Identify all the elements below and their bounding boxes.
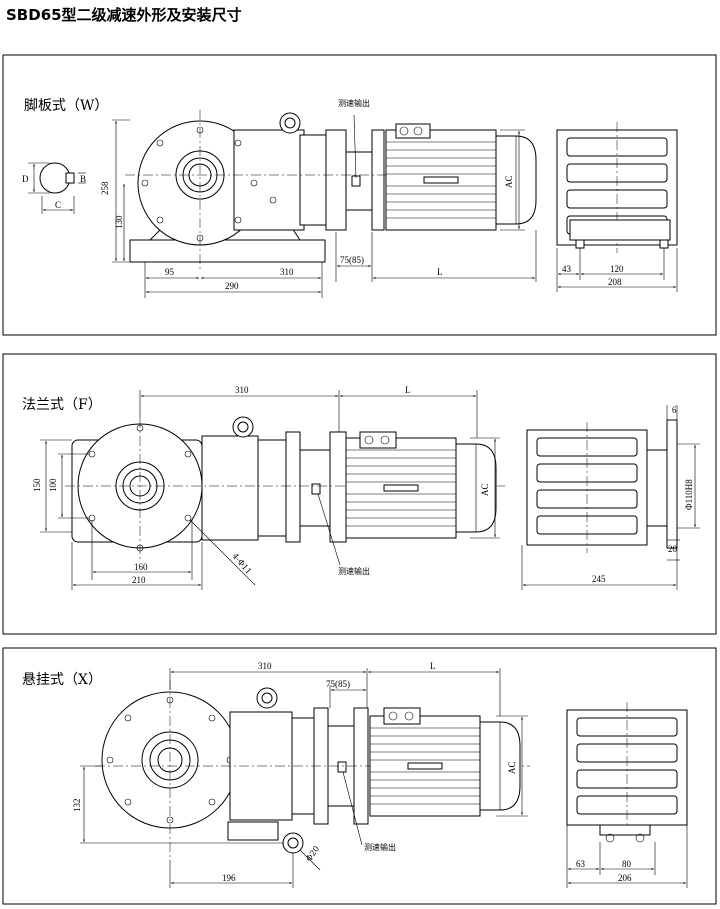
section-label: 法兰式（F） xyxy=(22,397,102,413)
dim-120: 120 xyxy=(610,264,624,274)
dim-75-85: 75(85) xyxy=(326,679,350,689)
dim-132: 132 xyxy=(72,799,82,813)
dim-95: 95 xyxy=(165,267,175,277)
phi-label: Φ20 xyxy=(304,844,321,863)
dimensions: 310 75(85) L 132 196 AC xyxy=(72,661,528,888)
dim-75-85: 75(85) xyxy=(340,255,364,265)
key-c-label: C xyxy=(55,200,61,210)
motor xyxy=(369,715,521,817)
section-frame xyxy=(2,54,717,336)
dim-L: L xyxy=(437,267,443,277)
dim-208: 208 xyxy=(608,277,622,287)
dim-100: 100 xyxy=(48,478,58,492)
dim-258: 258 xyxy=(100,181,110,195)
side-view xyxy=(526,421,648,554)
side-view xyxy=(566,701,688,834)
reducer-body xyxy=(65,416,505,560)
section-flange: 法兰式（F） 测速输出 4-Φ11 xyxy=(2,353,717,635)
dim-196: 196 xyxy=(222,873,236,883)
section-hang: 悬挂式（X） 测速输 xyxy=(2,647,717,905)
dimensions: 310 L 150 100 160 210 AC xyxy=(32,385,500,590)
keyway-detail: D B C xyxy=(22,162,86,214)
dim-6: 6 xyxy=(672,405,677,415)
side-dimensions: 43 120 208 xyxy=(556,248,678,292)
dimensions: 258 130 95 310 290 75(85) L AC xyxy=(100,119,537,298)
reducer-body xyxy=(125,110,530,270)
side-dimensions: 6 Φ110H8 20 245 xyxy=(521,405,700,590)
dim-ac: AC xyxy=(507,761,517,774)
dim-150: 150 xyxy=(32,478,42,492)
dim-L: L xyxy=(405,385,411,395)
speed-output-note: 测速输出 xyxy=(338,566,370,576)
section-foot: 脚板式（W） D B C xyxy=(2,54,717,336)
dim-80: 80 xyxy=(622,859,632,869)
dim-ac: AC xyxy=(504,175,514,188)
section-frame xyxy=(2,353,717,635)
dim-phi-110: Φ110H8 xyxy=(684,479,694,510)
dim-245: 245 xyxy=(592,574,606,584)
dim-310: 310 xyxy=(280,267,294,277)
key-b-label: B xyxy=(80,174,86,184)
key-d-label: D xyxy=(22,174,29,184)
dim-310: 310 xyxy=(258,661,272,671)
reducer-body xyxy=(95,680,530,860)
dim-20: 20 xyxy=(668,544,678,554)
dim-L: L xyxy=(430,661,436,671)
dim-310: 310 xyxy=(235,385,249,395)
dim-160: 160 xyxy=(134,562,148,572)
dim-210: 210 xyxy=(132,575,146,585)
dim-290: 290 xyxy=(225,281,239,291)
speed-output-note: 测速输出 xyxy=(338,98,370,108)
page-title: SBD65型二级减速外形及安装尺寸 xyxy=(6,6,242,24)
side-dimensions: 63 80 206 xyxy=(566,825,688,888)
motor xyxy=(345,437,497,539)
dim-43: 43 xyxy=(562,264,572,274)
dim-ac: AC xyxy=(480,483,490,496)
speed-output-note: 测速输出 xyxy=(364,842,396,852)
dim-206: 206 xyxy=(618,873,632,883)
section-frame xyxy=(2,647,717,905)
section-label: 脚板式（W） xyxy=(24,98,108,114)
section-label: 悬挂式（X） xyxy=(22,672,102,688)
dim-63: 63 xyxy=(576,859,586,869)
dim-130: 130 xyxy=(114,215,124,229)
